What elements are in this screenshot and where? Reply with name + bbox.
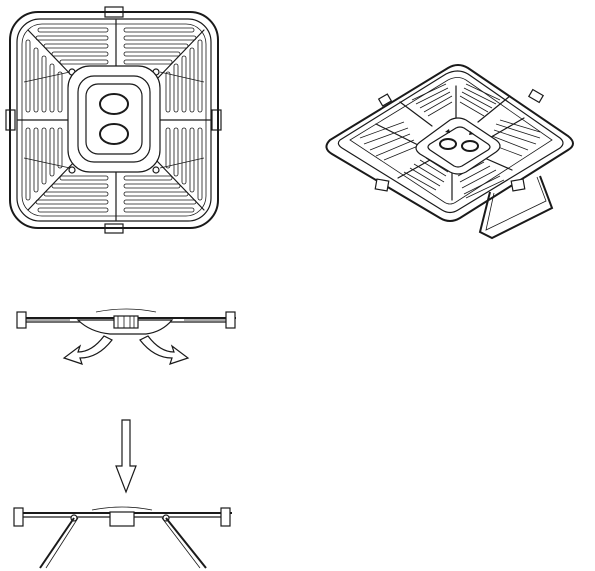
side-view-flip [16,308,236,365]
outer-frame [9,11,219,229]
stand-right-foot [220,507,231,527]
down-arrow [115,419,137,494]
perspective-view [325,64,574,240]
side-view-standing [13,506,232,569]
stand-wire [478,175,554,240]
right-tab [211,109,222,131]
rotate-left-arrow [62,335,113,365]
inner-frame [16,18,212,222]
leg-left [39,517,75,569]
center-hole-bottom [99,123,129,145]
top-view [5,6,222,234]
center-hub [67,65,161,173]
right-foot [225,311,236,329]
slot-grid-top [35,27,197,65]
slot-grid-bottom [35,175,197,213]
left-foot [16,311,27,329]
rotate-right-arrow [139,335,190,365]
slot-grid-right [165,39,203,201]
perspective-hub [415,117,501,175]
perspective-tab-front [374,178,390,192]
leg-right [165,517,207,569]
stand-hub [109,511,135,527]
perspective-frame-outer [325,64,574,222]
stand-left-foot [13,507,24,527]
center-hole-top [99,93,129,115]
perspective-slots [359,83,541,199]
